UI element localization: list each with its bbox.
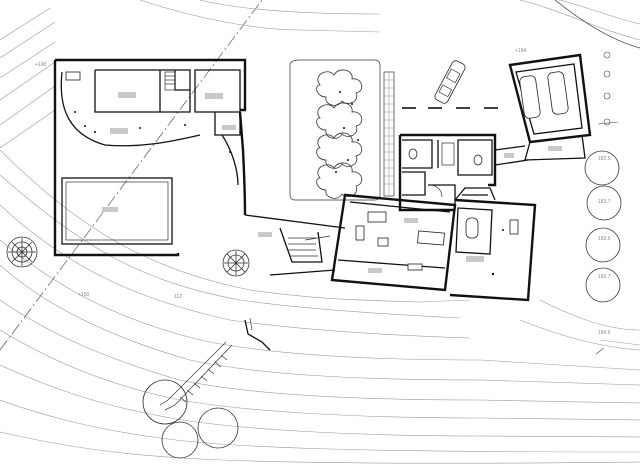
toilet-icon [408, 148, 483, 166]
svg-text:184.6: 184.6 [598, 330, 611, 336]
tree-icon [6, 236, 38, 268]
dining-table-icon [417, 230, 445, 246]
car-icon [519, 71, 569, 119]
sofa-icon [355, 211, 389, 247]
bench-icon [65, 71, 81, 81]
terrace-label [110, 128, 128, 134]
main-house [330, 133, 537, 302]
garage [508, 53, 592, 161]
swimming-pool [61, 177, 173, 245]
table-icon [465, 217, 479, 239]
room-label [222, 125, 236, 130]
connecting-walkway [244, 214, 346, 276]
svg-text:183.7: 183.7 [598, 199, 611, 205]
parking-area [289, 59, 498, 201]
car-icon [434, 60, 466, 104]
tree-icon [142, 379, 239, 459]
hedge-icon [316, 69, 363, 199]
door-swing-icon [429, 184, 443, 198]
pool-house-building [53, 58, 247, 257]
stair-icon [164, 71, 176, 91]
room-label [118, 92, 136, 98]
stair-icon [441, 142, 455, 166]
tree-icon [222, 249, 250, 277]
garden-stairs [159, 317, 271, 411]
svg-text:183.6: 183.6 [598, 236, 611, 242]
sofa-icon [509, 219, 519, 235]
svg-text:+190: +190 [35, 62, 46, 68]
elevation-labels: +184 +190 +150 112 182.5 183.7 183.6 183… [35, 48, 611, 336]
room-label [205, 93, 223, 99]
svg-text:+184: +184 [515, 48, 526, 54]
svg-text:182.5: 182.5 [598, 156, 611, 162]
survey-marker-icon [595, 51, 619, 355]
tree-icon [584, 150, 622, 303]
svg-text:112: 112 [174, 294, 182, 300]
svg-text:+150: +150 [78, 292, 89, 298]
property-line [0, 0, 263, 351]
kitchen-island-icon [407, 263, 423, 271]
svg-text:183.7: 183.7 [598, 274, 611, 280]
